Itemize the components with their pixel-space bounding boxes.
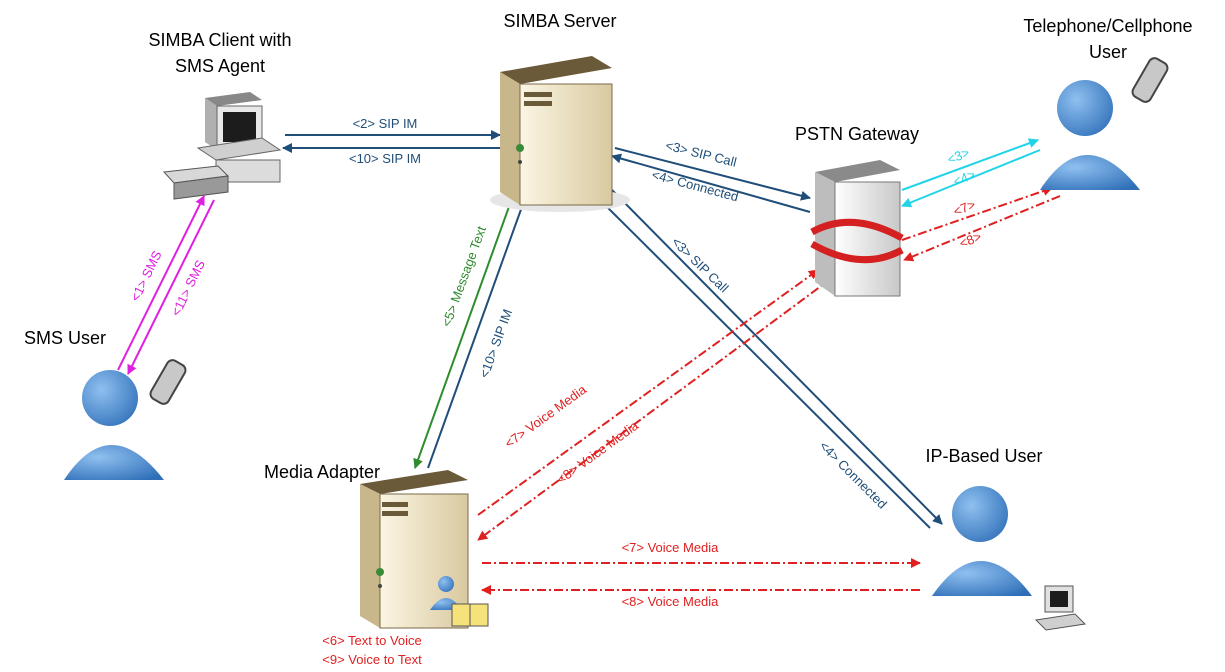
note-text-to-voice: <6> Text to Voice: [322, 633, 422, 648]
simba-client-computer-icon: [162, 92, 282, 200]
edge-message-text-5: [413, 189, 516, 469]
label-connected-4: <4> Connected: [650, 167, 740, 204]
ip-user-icon: [932, 486, 1087, 631]
label-voice-media-8: <8> Voice Media: [622, 594, 720, 609]
label-sms-11: <11> SMS: [168, 257, 208, 318]
edge-pstn-8: [903, 195, 1061, 262]
edge-pstn-3: [901, 138, 1039, 191]
label-connected-4-ip: <4> Connected: [816, 438, 889, 511]
label-voice-media-7: <7> Voice Media: [622, 540, 720, 555]
telephone-user-icon: [1040, 57, 1169, 190]
edge-sip-call-3: [614, 147, 811, 201]
edge-sip-call-3-ip: [597, 197, 931, 529]
label-sms-1: <1> SMS: [127, 248, 164, 304]
media-adapter-label: Media Adapter: [264, 462, 380, 482]
simba-server-label: SIMBA Server: [503, 11, 616, 31]
edge-sip-im-10-left: [427, 189, 530, 469]
pstn-gateway-label: PSTN Gateway: [795, 124, 919, 144]
edge-connected-4: [611, 153, 811, 213]
media-adapter-server-icon: [360, 470, 489, 629]
label-sip-call-3-ip: <3> SIP Call: [669, 234, 732, 295]
edge-pstn-4: [901, 149, 1041, 208]
label-pstn-3: <3>: [945, 145, 971, 167]
edge-sms-1: [117, 195, 205, 371]
edge-voice-media-8-diag: [477, 277, 833, 541]
label-sip-call-3: <3> SIP Call: [664, 138, 738, 170]
simba-server-icon: [490, 56, 630, 212]
telephone-user-label-line2: User: [1089, 42, 1127, 62]
edge-pstn-7: [901, 186, 1053, 241]
label-message-text-5: <5> Message Text: [439, 224, 489, 329]
edge-connected-4-ip: [611, 189, 943, 525]
edge-voice-media-7-diag: [477, 269, 819, 516]
label-sip-im-2: <2> SIP IM: [353, 116, 418, 131]
ip-user-label: IP-Based User: [925, 446, 1042, 466]
pstn-gateway-icon: [810, 160, 904, 297]
simba-client-label-line2: SMS Agent: [175, 56, 265, 76]
sms-user-label: SMS User: [24, 328, 106, 348]
simba-client-label-line1: SIMBA Client with: [148, 30, 291, 50]
note-voice-to-text: <9> Voice to Text: [322, 652, 422, 667]
edge-sms-11: [127, 199, 215, 375]
telephone-user-label-line1: Telephone/Cellphone: [1023, 16, 1192, 36]
label-voice-media-7-diag: <7> Voice Media: [502, 381, 590, 451]
label-pstn-8: <8>: [957, 229, 983, 251]
label-sip-im-10-top: <10> SIP IM: [349, 151, 421, 166]
sms-user-icon: [64, 359, 187, 480]
